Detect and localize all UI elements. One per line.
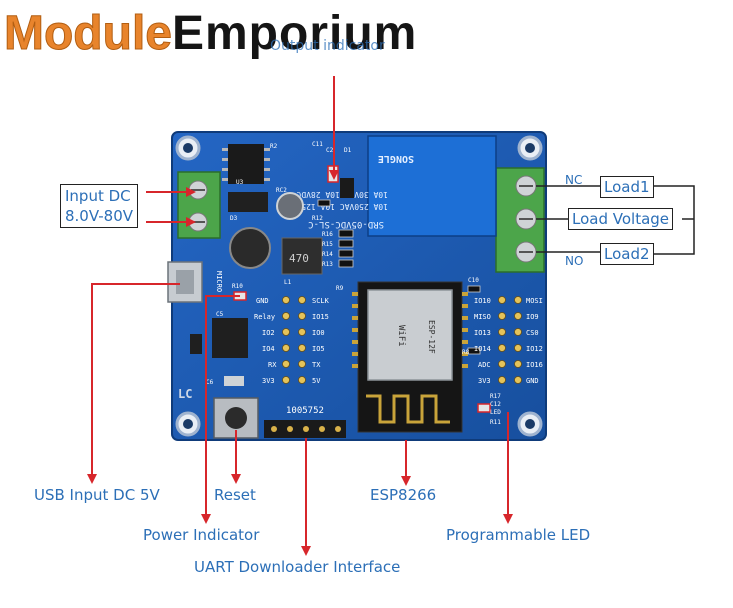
serial-number: 1005752 [286, 406, 324, 416]
pin-label-right: IO12 [526, 345, 543, 353]
pin-label-right: IO13 [474, 329, 491, 337]
brand-emporium: Emporium [171, 7, 418, 60]
silk-label: C11 [312, 141, 323, 148]
pin-label-mid: 5V [312, 377, 321, 385]
silk-label: R17 [490, 393, 501, 400]
silk-label: R9 [336, 285, 344, 292]
load2-label: Load2 [600, 243, 654, 265]
pin-label-mid: IO0 [312, 329, 325, 337]
output-indicator-label: Output indicator [270, 38, 385, 54]
nc-label: NC [565, 173, 583, 187]
ic-chip-top [228, 144, 264, 184]
esp8266-module: ESP-12F WiFi [352, 281, 468, 433]
left-pin-header [282, 296, 306, 384]
micro-label: MICRO [215, 271, 223, 292]
pin-label-left: GND [256, 297, 269, 305]
pin-label-right: IO14 [474, 345, 491, 353]
pin-label-right: ADC [478, 361, 491, 369]
brand-logo: ModuleEmporium [4, 4, 417, 64]
programmable-led-label: Programmable LED [446, 526, 591, 544]
pin-label-mid: TX [312, 361, 321, 369]
silk-label: C6 [206, 379, 214, 386]
pin-label-left: IO4 [262, 345, 275, 353]
input-dc-label: Input DC 8.0V-80V [60, 184, 138, 228]
right-pin-header [498, 296, 522, 384]
brand-module: Module [4, 7, 173, 61]
pin-label-left: RX [268, 361, 277, 369]
silk-label: R15 [322, 241, 333, 248]
esp8266-label: ESP8266 [370, 486, 437, 504]
silk-label: C12 [490, 401, 501, 408]
input-dc-line1: Input DC [65, 187, 131, 205]
esp-model-text: ESP-12F [427, 320, 436, 354]
inductor-text: 470 [289, 252, 309, 265]
transistor [340, 178, 354, 198]
pin-label-right: MISO [474, 313, 491, 321]
pin-label-right: 3V3 [478, 377, 491, 385]
dc-input-terminal [177, 171, 221, 239]
no-label: NO [565, 254, 584, 268]
input-dc-line2: 8.0V-80V [65, 207, 133, 225]
pin-label-right: GND [526, 377, 539, 385]
electrolytic-capacitor [229, 227, 271, 269]
usb-input-label: USB Input DC 5V [34, 486, 160, 504]
silk-label: U3 [236, 179, 244, 186]
relay-output-terminal [495, 167, 545, 273]
silk-label: R11 [490, 419, 501, 426]
pin-label-right: CS0 [526, 329, 539, 337]
pin-label-mid: IO5 [312, 345, 325, 353]
pin-label-right: IO16 [526, 361, 543, 369]
relay-brand: SONGLE [378, 153, 414, 164]
pin-label-left: Relay [254, 313, 275, 321]
lc-logo: LC [178, 387, 192, 401]
load1-label: Load1 [600, 176, 654, 198]
silk-label: R10 [232, 283, 243, 290]
smd-resistors [317, 199, 481, 355]
pin-label-left: 3V3 [262, 377, 275, 385]
silk-label: L1 [284, 279, 292, 286]
pin-label-right: IO10 [474, 297, 491, 305]
pin-label-right: IO9 [526, 313, 539, 321]
relay-lines [536, 185, 695, 255]
programmable-led [477, 403, 491, 413]
silk-label: C2 [326, 147, 334, 154]
pin-label-mid: IO15 [312, 313, 329, 321]
relay-text: SRD-05VDC-SL-C [308, 219, 384, 229]
silk-label: RC2 [276, 187, 287, 194]
silk-label: C10 [468, 277, 479, 284]
pin-label-mid: SCLK [312, 297, 330, 305]
load-voltage-label: Load Voltage [568, 208, 674, 230]
silk-label: R14 [322, 251, 333, 258]
silk-label: R2 [270, 143, 278, 150]
silk-label: C5 [216, 311, 224, 318]
inductor-l1 [281, 237, 323, 275]
callout-arrows [87, 170, 513, 556]
voltage-regulator [212, 318, 248, 358]
silk-label: R13 [322, 261, 333, 268]
pin-label-right: MOSI [526, 297, 543, 305]
callout-lines [91, 76, 509, 552]
silk-label: LED [490, 409, 501, 416]
silk-label: R16 [322, 231, 333, 238]
small-capacitor [276, 192, 304, 220]
silk-label: R12 [312, 215, 323, 222]
power-indicator-label: Power Indicator [143, 526, 260, 544]
silk-label: R8 [462, 349, 470, 356]
uart-downloader-label: UART Downloader Interface [194, 558, 401, 576]
silk-label: D1 [344, 147, 352, 154]
esp-wifi-text: WiFi [396, 325, 406, 347]
pin-label-left: IO2 [262, 329, 275, 337]
diode-d3 [228, 192, 268, 212]
relay-spec-1: 10A 250VAC 10A 125VAC [287, 202, 388, 211]
silk-label: D3 [230, 215, 238, 222]
reset-label: Reset [214, 486, 256, 504]
